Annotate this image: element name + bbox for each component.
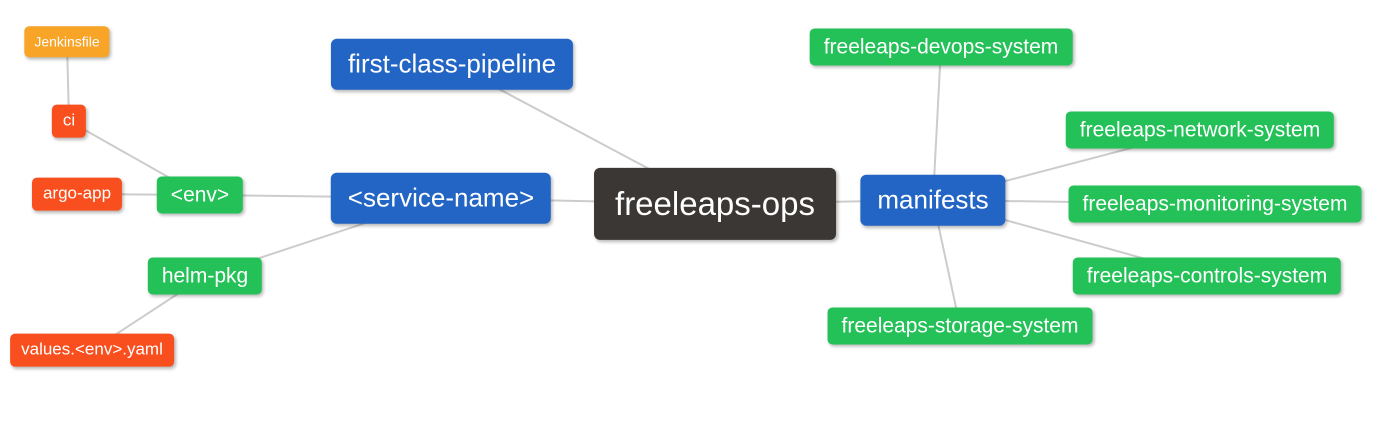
node-label: freeleaps-storage-system	[841, 314, 1079, 338]
node-label: freeleaps-network-system	[1079, 118, 1321, 142]
node-label: manifests	[877, 184, 989, 215]
node-label: freeleaps-ops	[615, 184, 815, 222]
node-freeleaps-storage-system[interactable]: freeleaps-storage-system	[827, 307, 1093, 345]
node-label: freeleaps-monitoring-system	[1082, 192, 1348, 216]
edge-manifests--freeleaps-devops-system	[932, 46, 942, 201]
node-label: argo-app	[42, 183, 112, 203]
node-label: freeleaps-controls-system	[1086, 264, 1328, 288]
node-freeleaps-network-system[interactable]: freeleaps-network-system	[1065, 111, 1335, 149]
node-label: values.<env>.yaml	[21, 339, 163, 359]
node-label: helm-pkg	[161, 264, 249, 288]
node-label: Jenkinsfile	[34, 33, 100, 50]
node-label: first-class-pipeline	[347, 48, 557, 79]
node-freeleaps-devops-system[interactable]: freeleaps-devops-system	[809, 28, 1073, 66]
node-values-env-yaml[interactable]: values.<env>.yaml	[10, 333, 174, 367]
node-helm-pkg[interactable]: helm-pkg	[147, 257, 263, 295]
node-label: freeleaps-devops-system	[823, 35, 1059, 59]
node-jenkinsfile[interactable]: Jenkinsfile	[24, 26, 110, 58]
node-freeleaps-ops[interactable]: freeleaps-ops	[594, 167, 836, 241]
node-service-name[interactable]: <service-name>	[330, 172, 552, 224]
node-freeleaps-monitoring-system[interactable]: freeleaps-monitoring-system	[1068, 185, 1362, 223]
node-label: <service-name>	[347, 182, 535, 213]
node-label: <env>	[170, 183, 230, 207]
node-freeleaps-controls-system[interactable]: freeleaps-controls-system	[1072, 257, 1342, 295]
node-label: ci	[62, 110, 76, 130]
node-env[interactable]: <env>	[156, 176, 244, 214]
node-first-class-pipeline[interactable]: first-class-pipeline	[330, 38, 574, 90]
node-argo-app[interactable]: argo-app	[31, 177, 123, 211]
node-ci[interactable]: ci	[51, 104, 87, 138]
node-manifests[interactable]: manifests	[860, 174, 1006, 226]
